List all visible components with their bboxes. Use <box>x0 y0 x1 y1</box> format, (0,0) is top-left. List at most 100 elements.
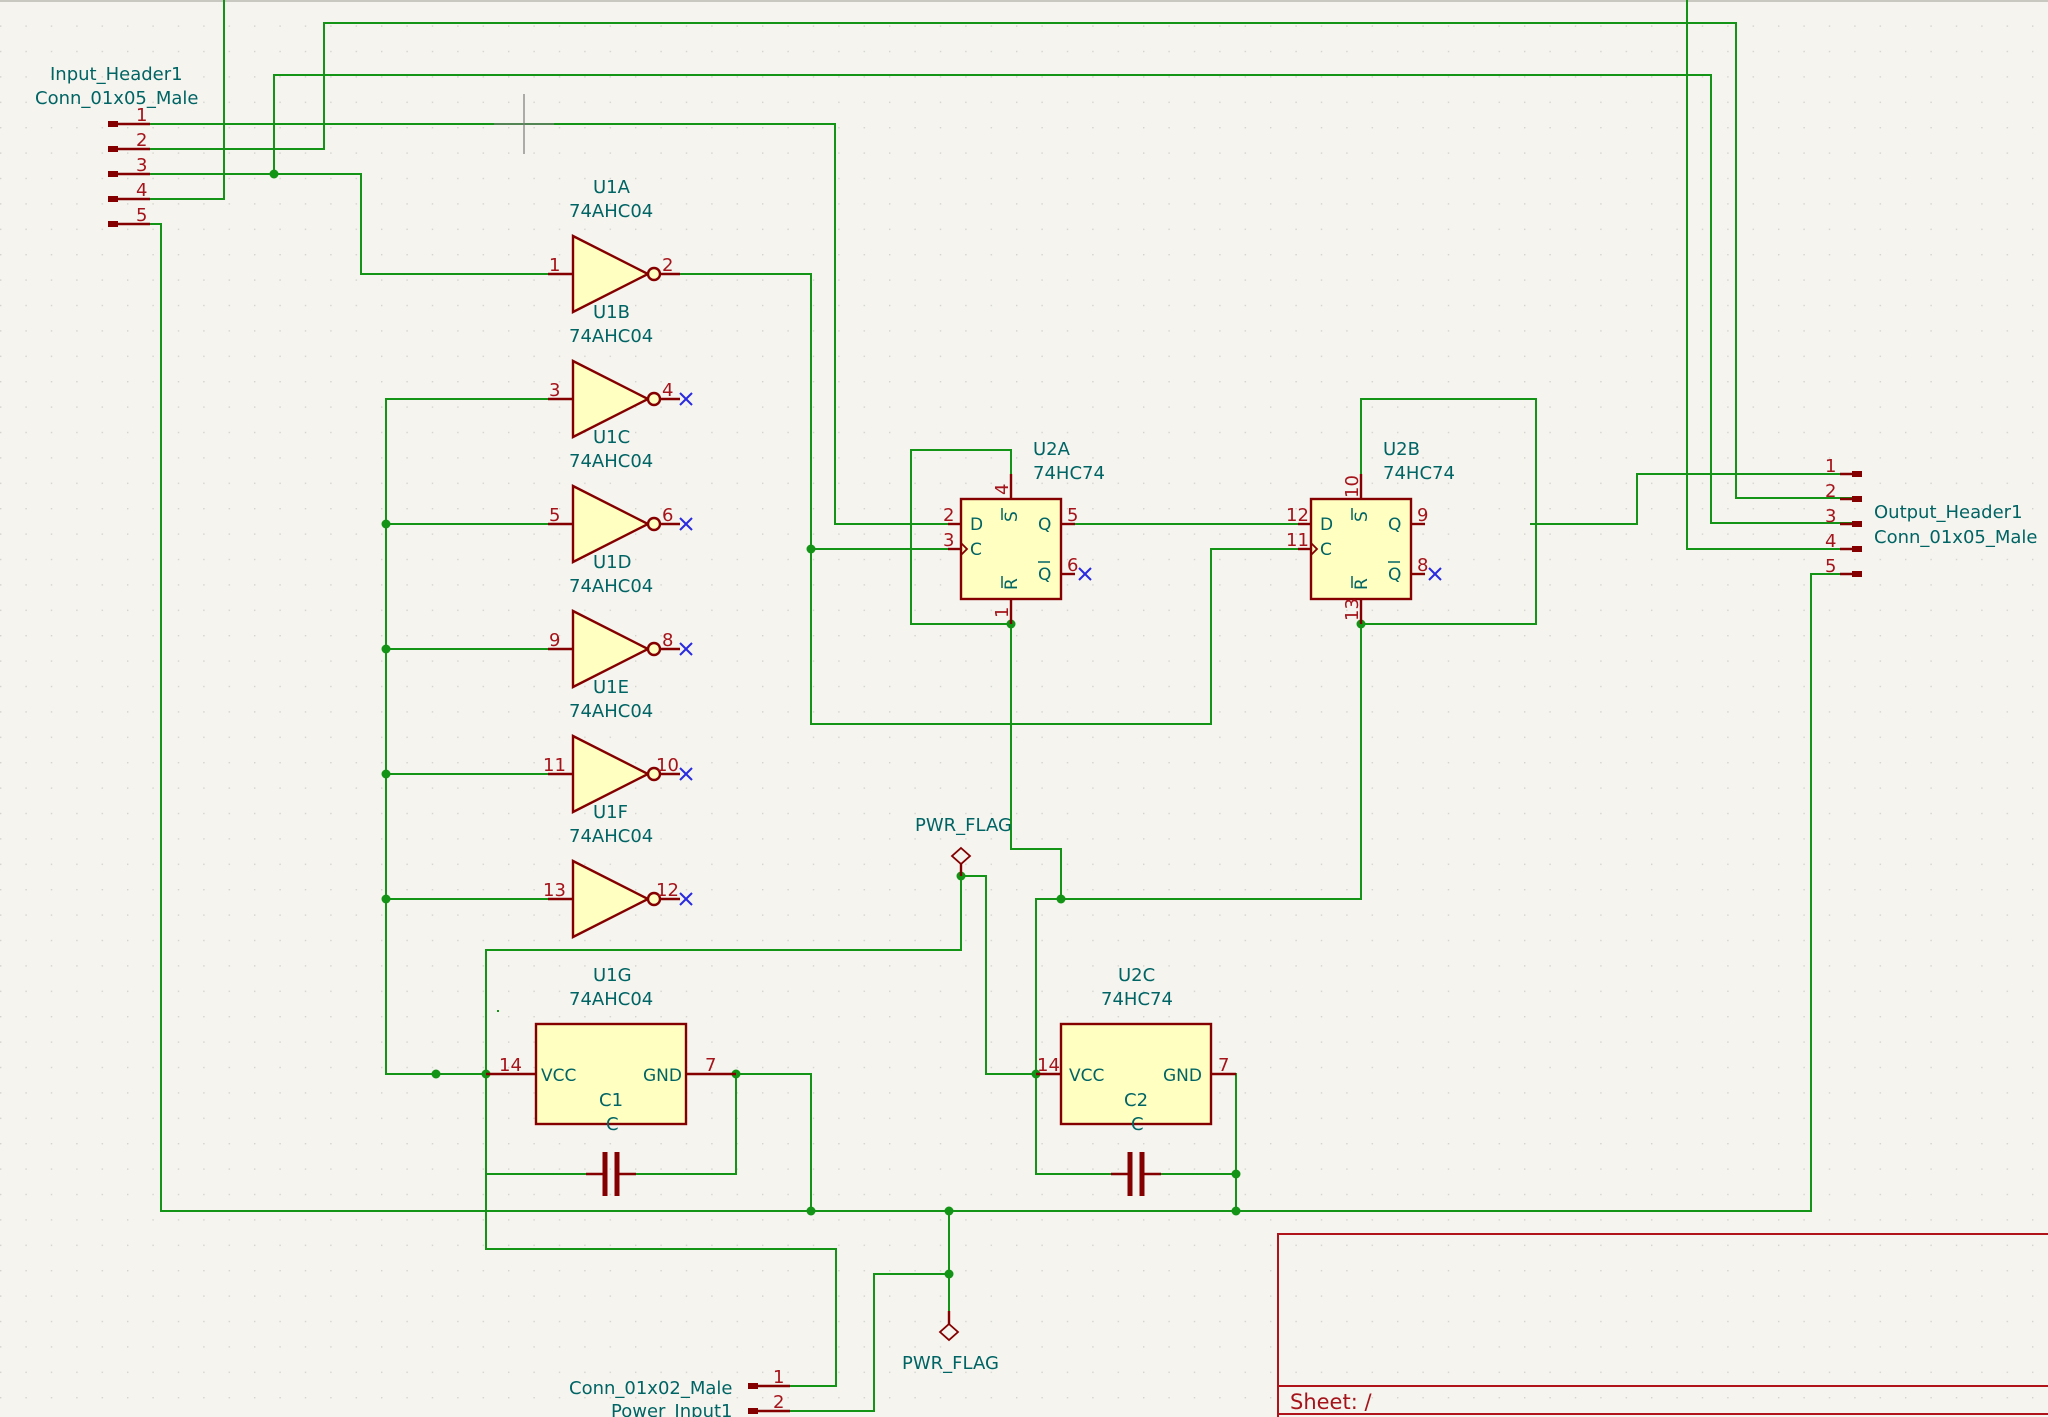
power-unit-ref: U1G <box>593 965 632 986</box>
capacitor-value: C <box>606 1114 619 1135</box>
inverter-out-pin: 12 <box>656 880 679 901</box>
inverter-ref: U1A <box>593 177 631 198</box>
input-header[interactable]: Input_Header1 Conn_01x05_Male 1 2 3 4 5 <box>35 64 199 227</box>
output-pin-5: 5 <box>1825 556 1836 577</box>
ff-q-label: Q <box>1038 515 1051 535</box>
no-connect-icon <box>679 517 693 531</box>
output-pin-3: 3 <box>1825 506 1836 527</box>
capacitor-c1[interactable] <box>586 1152 636 1196</box>
inverter-value: 74AHC04 <box>569 701 653 722</box>
inverter-ref: U1F <box>593 802 628 823</box>
inverter-u1d[interactable]: U1D 74AHC04 9 8 <box>548 552 693 689</box>
input-pin-4: 4 <box>136 180 147 201</box>
inverter-value: 74AHC04 <box>569 576 653 597</box>
inverter-ref: U1B <box>593 302 630 323</box>
no-connect-icon <box>679 642 693 656</box>
title-block: Sheet: / <box>1277 1233 2048 1417</box>
ff-c-pin: 11 <box>1286 530 1309 551</box>
ff-qn-pin: 8 <box>1417 555 1428 576</box>
output-pin-1: 1 <box>1825 456 1836 477</box>
flipflop-u2a[interactable]: U2A 74HC74 D C Q Q S R 2 3 4 1 5 6 <box>943 439 1105 624</box>
no-connect-icon <box>1078 567 1092 581</box>
inverter-value: 74AHC04 <box>569 826 653 847</box>
capacitor-ref: C1 <box>599 1090 623 1111</box>
ff-s-pin: 10 <box>1342 475 1363 498</box>
no-connect-icon <box>679 392 693 406</box>
gnd-pin: 7 <box>705 1055 716 1076</box>
wires <box>129 0 1862 1412</box>
output-header-value: Conn_01x05_Male <box>1874 527 2038 548</box>
pwr-flag-label: PWR_FLAG <box>915 815 1012 836</box>
ff-c-pin: 3 <box>943 530 954 551</box>
inverter-ref: U1C <box>593 427 630 448</box>
inverter-value: 74AHC04 <box>569 201 653 222</box>
input-pin-3: 3 <box>136 155 147 176</box>
inverter-ref: U1E <box>593 677 629 698</box>
ff-d-label: D <box>970 515 983 535</box>
output-pin-2: 2 <box>1825 481 1836 502</box>
flipflop-ref: U2A <box>1033 439 1071 460</box>
crosshair-cursor <box>494 94 554 154</box>
power-unit-ref: U2C <box>1118 965 1155 986</box>
no-connect-icon <box>679 892 693 906</box>
inverter-u1e[interactable]: U1E 74AHC04 11 10 <box>543 677 693 814</box>
input-pin-1: 1 <box>136 105 147 126</box>
flipflop-value: 74HC74 <box>1383 463 1455 484</box>
ff-c-label: C <box>970 540 982 560</box>
ff-r-label: R <box>1352 578 1372 590</box>
pwr-flag-lower[interactable]: PWR_FLAG <box>902 1311 999 1374</box>
input-header-value: Conn_01x05_Male <box>35 88 199 109</box>
power-pin-2: 2 <box>773 1392 784 1413</box>
no-connect-icon <box>679 767 693 781</box>
ff-s-pin: 4 <box>992 484 1013 495</box>
ff-q-label: Q <box>1388 515 1401 535</box>
ff-q-pin: 9 <box>1417 505 1428 526</box>
flipflop-ref: U2B <box>1383 439 1420 460</box>
gnd-pin: 7 <box>1218 1055 1229 1076</box>
sheet-label: Sheet: / <box>1290 1390 1372 1414</box>
power-connector[interactable]: Conn_01x02_Male Power_Input1 1 2 <box>569 1367 790 1417</box>
flipflop-value: 74HC74 <box>1033 463 1105 484</box>
inverter-out-pin: 2 <box>662 255 673 276</box>
flipflop-u2b[interactable]: U2B 74HC74 D C Q Q S R 12 11 10 13 9 8 <box>1286 439 1455 624</box>
capacitor-ref: C2 <box>1124 1090 1148 1111</box>
inverter-u1f[interactable]: U1F 74AHC04 13 12 <box>543 802 693 939</box>
ff-d-pin: 12 <box>1286 505 1309 526</box>
inverter-u1c[interactable]: U1C 74AHC04 5 6 <box>548 427 693 564</box>
gnd-label: GND <box>643 1066 682 1086</box>
ff-r-pin: 1 <box>992 607 1013 618</box>
vcc-pin: 14 <box>499 1055 522 1076</box>
pwr-flag-upper[interactable]: PWR_FLAG <box>915 815 1012 876</box>
capacitor-c2[interactable] <box>1111 1152 1161 1196</box>
inverter-in-pin: 11 <box>543 755 566 776</box>
power-unit-u1g[interactable]: U1G 74AHC04 VCC GND 14 7 C1 C <box>486 965 736 1135</box>
inverter-out-pin: 10 <box>656 755 679 776</box>
pwr-flag-label: PWR_FLAG <box>902 1353 999 1374</box>
inverter-value: 74AHC04 <box>569 451 653 472</box>
output-header-ref: Output_Header1 <box>1874 502 2023 523</box>
inverter-in-pin: 3 <box>549 380 560 401</box>
output-header[interactable]: 1 2 3 4 5 Output_Header1 Conn_01x05_Male <box>1825 456 2038 577</box>
inverter-u1b[interactable]: U1B 74AHC04 3 4 <box>548 302 693 439</box>
capacitor-value: C <box>1131 1114 1144 1135</box>
inverter-in-pin: 9 <box>549 630 560 651</box>
power-unit-u2c[interactable]: U2C 74HC74 VCC GND 14 7 C2 C <box>1036 965 1236 1135</box>
ff-s-label: S <box>1002 511 1022 522</box>
vcc-label: VCC <box>1069 1066 1104 1086</box>
inverter-out-pin: 6 <box>662 505 673 526</box>
ff-d-label: D <box>1320 515 1333 535</box>
inverter-in-pin: 13 <box>543 880 566 901</box>
no-connect-icon <box>1428 567 1442 581</box>
inverter-in-pin: 1 <box>549 255 560 276</box>
ff-r-pin: 13 <box>1342 598 1363 621</box>
ff-qn-label: Q <box>1038 565 1051 585</box>
ff-q-pin: 5 <box>1067 505 1078 526</box>
vcc-pin: 14 <box>1037 1055 1060 1076</box>
power-unit-value: 74HC74 <box>1101 989 1173 1010</box>
inverter-ref: U1D <box>593 552 632 573</box>
inverter-u1a[interactable]: U1A 74AHC04 1 2 <box>548 177 680 314</box>
power-unit-value: 74AHC04 <box>569 989 653 1010</box>
gnd-label: GND <box>1163 1066 1202 1086</box>
